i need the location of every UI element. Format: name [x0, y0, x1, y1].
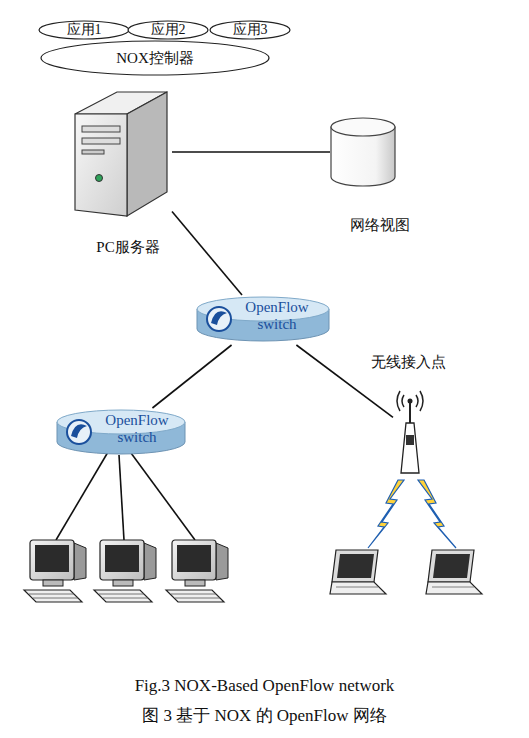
openflow-logo: [207, 307, 231, 331]
ellipse-outline: [210, 21, 290, 39]
app-ellipse: 应用3: [209, 20, 291, 40]
network-link: [172, 212, 242, 295]
desktop-pc-icon: [94, 540, 156, 602]
drive-slot: [82, 138, 120, 144]
radio-wave: [397, 391, 400, 411]
server-node: PC服务器: [72, 86, 172, 218]
figure-caption: Fig.3 NOX-Based OpenFlow network: [0, 676, 529, 696]
antenna-mast: [409, 403, 411, 423]
lightning-bolt: [368, 480, 404, 548]
ellipse-outline: [128, 21, 208, 39]
network-link: [152, 345, 231, 408]
switch-node: OpenFlow switch: [55, 408, 187, 458]
openflow-logo-swirl: [71, 424, 87, 438]
controller-ellipse: NOX控制器: [40, 40, 270, 76]
desktop-pc-icon: [24, 540, 86, 602]
server-side: [127, 92, 167, 216]
switch-label: OpenFlow switch: [97, 412, 177, 446]
node-label: 应用2: [151, 21, 186, 39]
openflow-logo-swirl: [211, 311, 227, 325]
ap-shape: [393, 385, 427, 475]
laptop-icon: [330, 550, 386, 594]
server-front: [75, 114, 127, 216]
ellipse-outline: [39, 21, 129, 39]
app-ellipse: 应用1: [38, 20, 130, 40]
figure-caption: 图 3 基于 NOX 的 OpenFlow 网络: [0, 704, 529, 727]
switch-label: OpenFlow switch: [237, 299, 317, 333]
node-label: NOX控制器: [116, 49, 194, 68]
node-label: 网络视图: [325, 216, 435, 235]
node-label: 应用1: [67, 21, 102, 39]
openflow-logo: [67, 420, 91, 444]
node-label: 应用3: [233, 21, 268, 39]
radio-wave: [420, 391, 423, 411]
antenna-tip: [408, 399, 413, 404]
node-label: PC服务器: [68, 238, 188, 257]
server-shape: [72, 86, 172, 218]
access-point-node: 无线接入点: [393, 385, 427, 475]
power-led: [96, 175, 103, 182]
database-node: 网络视图: [330, 118, 396, 186]
pc-wires: [56, 452, 195, 540]
access-point-tower: [401, 423, 419, 473]
network-link: [172, 151, 330, 153]
access-point-panel: [406, 435, 414, 445]
radio-wave: [402, 395, 404, 407]
desktop-pc-icon: [166, 540, 228, 602]
pc-wire: [131, 453, 195, 540]
pc-wire: [119, 455, 124, 540]
lightning-bolt: [418, 480, 456, 548]
laptop-icon: [426, 550, 482, 594]
drive-slot: [82, 150, 104, 154]
radio-wave: [416, 395, 418, 407]
database-top: [331, 118, 395, 136]
app-ellipse: 应用2: [127, 20, 209, 40]
db-shape: [330, 118, 396, 186]
switch-node: OpenFlow switch: [195, 295, 331, 345]
node-label: 无线接入点: [343, 353, 473, 372]
connector-layer: [152, 152, 393, 417]
drive-slot: [82, 126, 120, 132]
pc-wire: [56, 452, 108, 540]
ellipse-outline: [41, 41, 269, 75]
